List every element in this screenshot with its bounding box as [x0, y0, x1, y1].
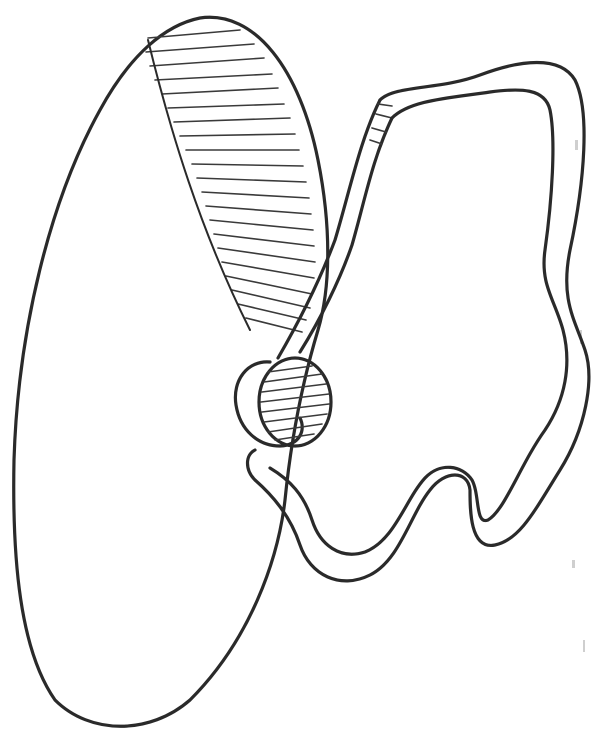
folded-flap-inner — [270, 90, 567, 554]
connecting-stem-right — [300, 118, 392, 352]
paper-texture — [572, 140, 585, 652]
hatched-band-inner-edge — [148, 40, 250, 330]
connecting-stem-left — [278, 100, 380, 358]
